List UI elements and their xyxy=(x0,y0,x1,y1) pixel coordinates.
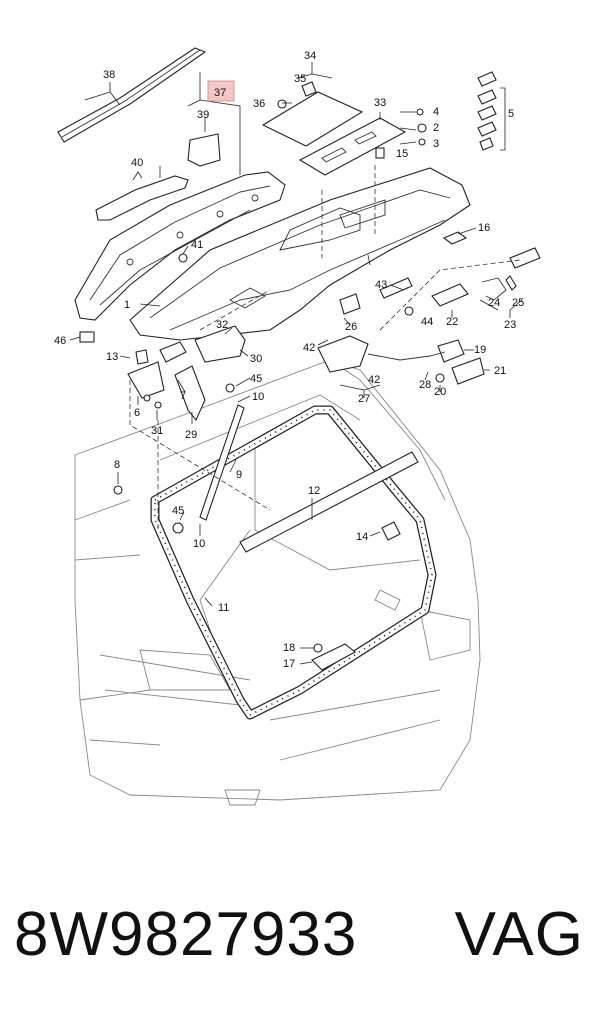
label-8: 8 xyxy=(114,459,120,471)
callout-labels: 1 2 3 4 5 6 7 8 9 10 10 11 12 13 14 15 1… xyxy=(54,50,524,670)
label-37: 37 xyxy=(214,87,226,99)
bolt-group-5 xyxy=(477,71,497,151)
tailgate-trim xyxy=(74,171,286,321)
label-7: 7 xyxy=(180,390,186,402)
label-32: 32 xyxy=(216,319,228,331)
part-17 xyxy=(311,643,356,671)
gas-strut xyxy=(199,404,245,521)
cross-bar xyxy=(239,451,419,553)
label-39: 39 xyxy=(197,109,209,121)
label-10b: 10 xyxy=(193,538,205,550)
label-38: 38 xyxy=(103,69,115,81)
label-5: 5 xyxy=(508,108,514,120)
trim-strip-38 xyxy=(57,47,207,143)
label-2: 2 xyxy=(433,122,439,134)
hinge-parts xyxy=(127,325,246,422)
label-31: 31 xyxy=(151,425,163,437)
label-24: 24 xyxy=(488,297,500,309)
hardware-small xyxy=(79,81,427,653)
tailgate-panel xyxy=(129,167,471,341)
parts-diagram: 1 2 3 4 5 6 7 8 9 10 10 11 12 13 14 15 1… xyxy=(54,47,541,806)
label-14: 14 xyxy=(356,531,368,543)
label-25: 25 xyxy=(512,297,524,309)
dashed-guides xyxy=(129,165,521,530)
spoiler-part-40 xyxy=(95,171,189,221)
label-33: 33 xyxy=(374,97,386,109)
label-17: 17 xyxy=(283,658,295,670)
label-20: 20 xyxy=(434,386,446,398)
label-13: 13 xyxy=(106,351,118,363)
label-44: 44 xyxy=(421,316,433,328)
label-46: 46 xyxy=(54,335,66,347)
label-23: 23 xyxy=(504,319,516,331)
label-10a: 10 xyxy=(252,391,264,403)
label-12: 12 xyxy=(308,485,320,497)
tailgate-seal xyxy=(150,405,437,720)
part-39-bag xyxy=(187,133,221,167)
label-18: 18 xyxy=(283,642,295,654)
label-9: 9 xyxy=(236,469,242,481)
label-22: 22 xyxy=(446,316,458,328)
part-14 xyxy=(381,521,401,541)
label-34: 34 xyxy=(304,50,316,62)
label-11: 11 xyxy=(218,602,229,614)
highlight-37 xyxy=(207,80,235,102)
label-41: 41 xyxy=(191,239,203,251)
label-30: 30 xyxy=(250,353,262,365)
label-42a: 42 xyxy=(303,342,315,354)
car-body-outline xyxy=(74,359,481,806)
label-42b: 42 xyxy=(368,374,380,386)
part-number: 8W9827933 xyxy=(14,900,358,969)
label-28: 28 xyxy=(419,379,431,391)
label-35: 35 xyxy=(294,73,306,85)
label-1: 1 xyxy=(124,299,130,311)
label-45b: 45 xyxy=(172,505,184,517)
label-43: 43 xyxy=(375,279,387,291)
label-29: 29 xyxy=(185,429,197,441)
label-16: 16 xyxy=(478,222,490,234)
right-parts xyxy=(339,247,541,385)
label-21: 21 xyxy=(494,365,506,377)
label-15: 15 xyxy=(396,148,408,160)
label-40: 40 xyxy=(131,157,143,169)
label-4: 4 xyxy=(433,106,439,118)
leader-lines xyxy=(69,62,523,665)
label-45a: 45 xyxy=(250,373,262,385)
latch-parts xyxy=(317,335,465,383)
label-19: 19 xyxy=(474,344,486,356)
plate-33 xyxy=(298,117,407,176)
label-6: 6 xyxy=(134,407,140,419)
label-27: 27 xyxy=(358,393,370,405)
label-26: 26 xyxy=(345,321,357,333)
brand-label: VAG xyxy=(454,900,584,969)
label-36: 36 xyxy=(253,98,265,110)
label-3: 3 xyxy=(433,138,439,150)
plate-34 xyxy=(261,91,364,147)
